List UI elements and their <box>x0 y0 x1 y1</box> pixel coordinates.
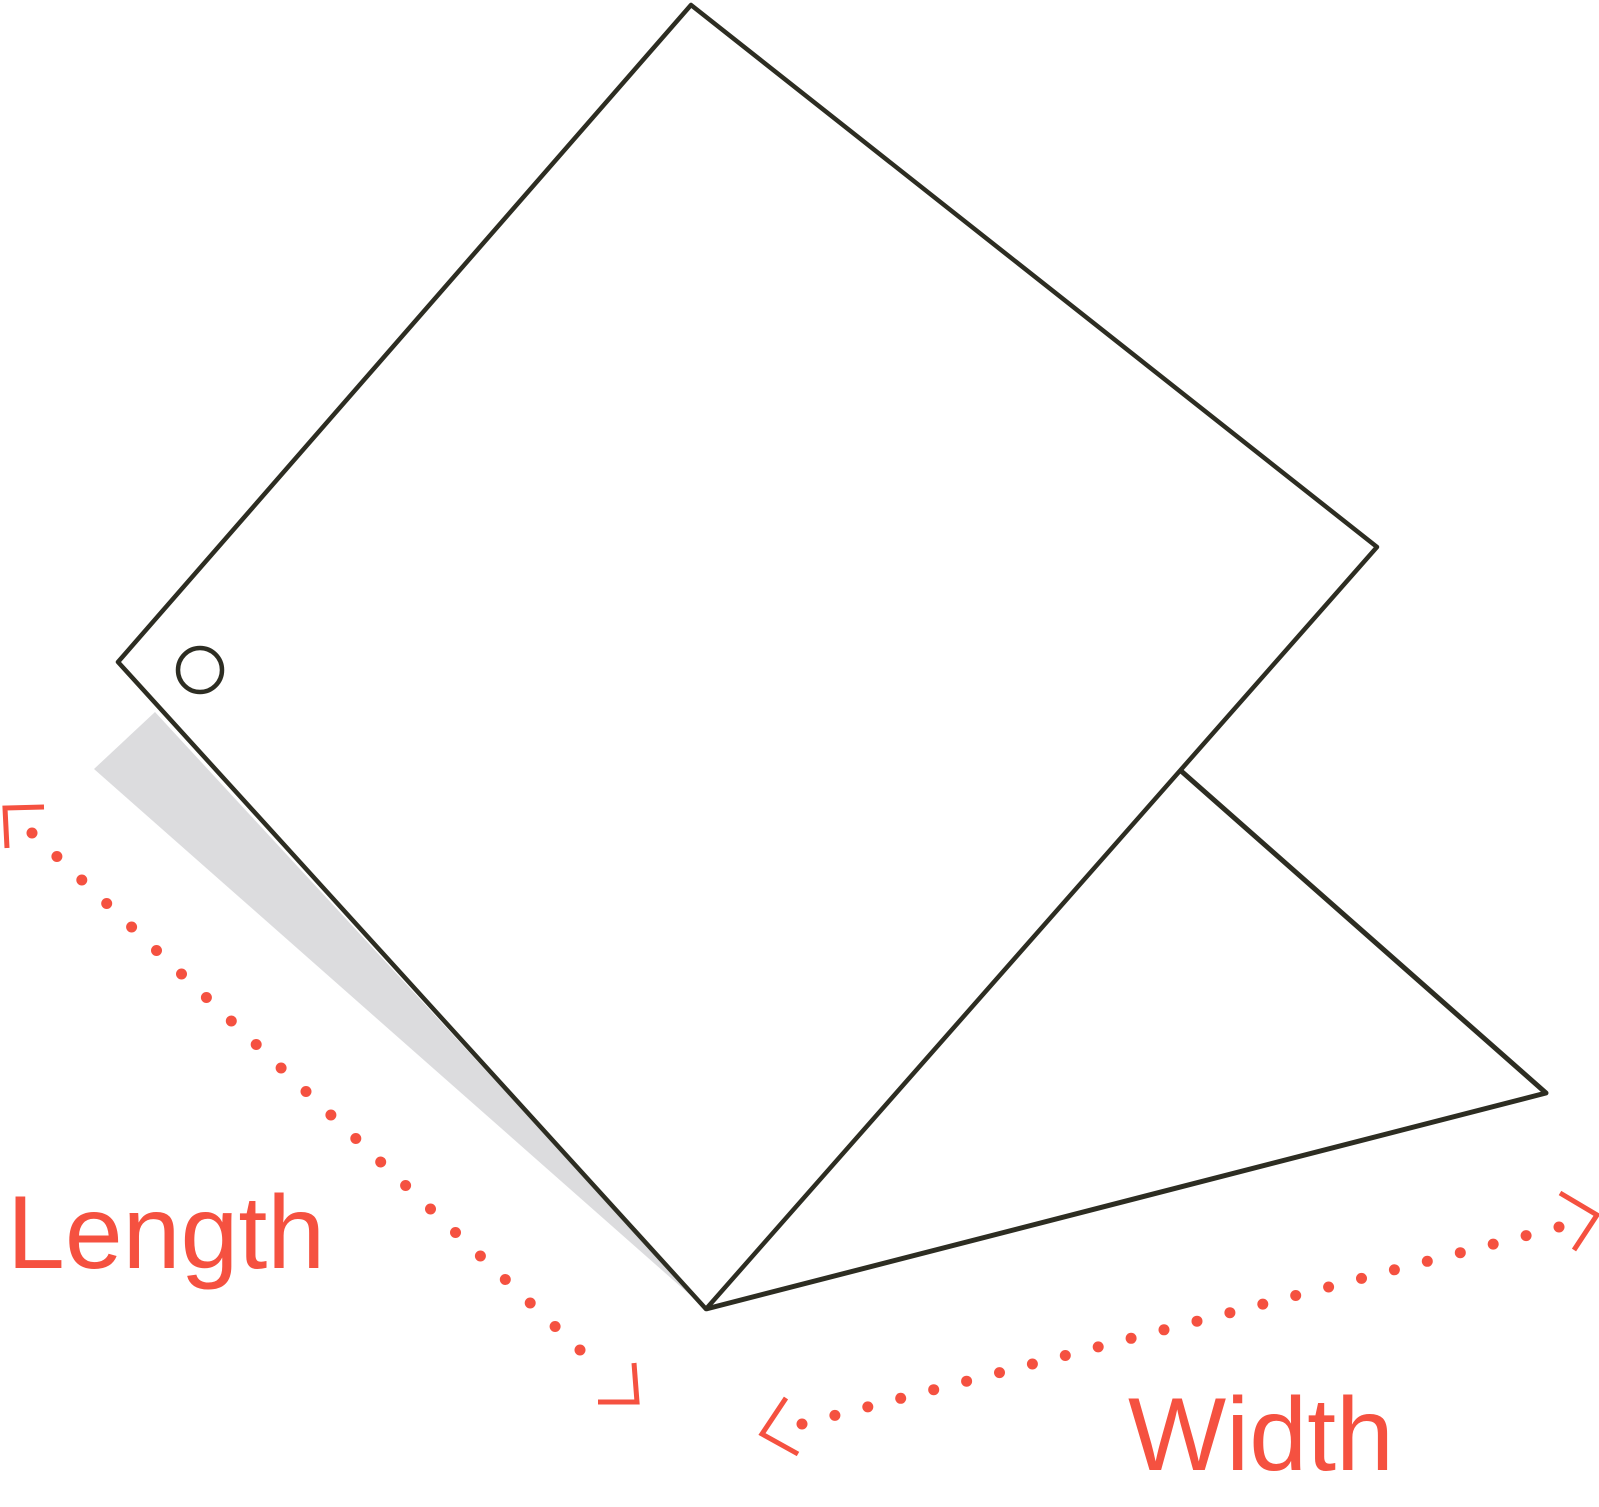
length-dimension-dot <box>450 1227 461 1238</box>
width-dimension-dot <box>961 1375 973 1387</box>
length-dimension-dot <box>225 1015 237 1027</box>
width-dimension-dot <box>1388 1264 1400 1276</box>
length-dimension-dot <box>474 1250 486 1262</box>
width-dimension-dot <box>1323 1281 1335 1293</box>
length-dimension-dot <box>325 1109 337 1121</box>
width-dimension-dot <box>1487 1238 1499 1250</box>
length-dimension-dot <box>200 992 212 1003</box>
length-dimension-dot <box>300 1086 312 1097</box>
length-dimension-dot <box>400 1180 412 1191</box>
length-dimension-dot <box>574 1344 586 1356</box>
width-dimension <box>758 1190 1599 1457</box>
length-dimension-dot <box>524 1297 536 1309</box>
length-dimension-dot <box>101 898 113 909</box>
width-dimension-dot <box>1257 1298 1269 1310</box>
length-dimension-dot <box>176 968 187 980</box>
length-arrowhead-start <box>2 804 45 849</box>
width-dimension-dot <box>928 1384 940 1396</box>
length-label: Length <box>7 1175 325 1291</box>
width-dimension-dot <box>1224 1307 1236 1319</box>
length-dimension-dot <box>51 851 63 862</box>
width-dimension-dot <box>1290 1290 1302 1301</box>
width-dimension-dot <box>1125 1332 1137 1344</box>
length-dimension-dot <box>549 1321 561 1332</box>
width-dimension-dot <box>1421 1255 1433 1267</box>
width-label: Width <box>1128 1377 1394 1493</box>
width-dimension-dot <box>1356 1272 1367 1284</box>
width-dimension-dot <box>1059 1350 1071 1361</box>
width-dimension-dot <box>1191 1315 1203 1327</box>
front-panel <box>115 2 1380 1312</box>
width-dimension-dot <box>1026 1358 1038 1370</box>
length-dimension-dot <box>151 945 162 956</box>
length-dimension-dot <box>375 1156 387 1168</box>
length-dimension-dot <box>350 1133 362 1144</box>
length-dimension-dot <box>499 1274 511 1285</box>
back-panel <box>705 768 1549 1312</box>
width-dimension-dot <box>829 1409 841 1421</box>
length-dimension-dot <box>275 1062 287 1074</box>
length-dimension-dot <box>250 1039 262 1050</box>
width-dimension-dot <box>862 1401 874 1413</box>
length-dimension-dot <box>425 1203 436 1215</box>
punch-hole <box>175 645 225 695</box>
width-dimension-dot <box>994 1367 1005 1379</box>
length-dimension-dot <box>126 921 138 933</box>
width-dimension-dot <box>895 1392 907 1404</box>
fold-shadow <box>94 712 706 1309</box>
length-arrowhead-end <box>598 1362 640 1405</box>
width-dimension-dot <box>1553 1221 1565 1233</box>
width-dimension-dot <box>1092 1341 1104 1353</box>
width-dimension-dot <box>1520 1230 1532 1242</box>
length-dimension <box>2 804 640 1405</box>
width-dimension-dot <box>1454 1247 1466 1259</box>
width-dimension-dot <box>1158 1324 1170 1336</box>
width-arrowhead-start <box>758 1396 800 1457</box>
length-dimension-dot <box>76 874 88 886</box>
length-dimension-dot <box>26 827 38 839</box>
width-arrowhead-end <box>1558 1190 1599 1252</box>
width-dimension-dot <box>796 1418 808 1430</box>
